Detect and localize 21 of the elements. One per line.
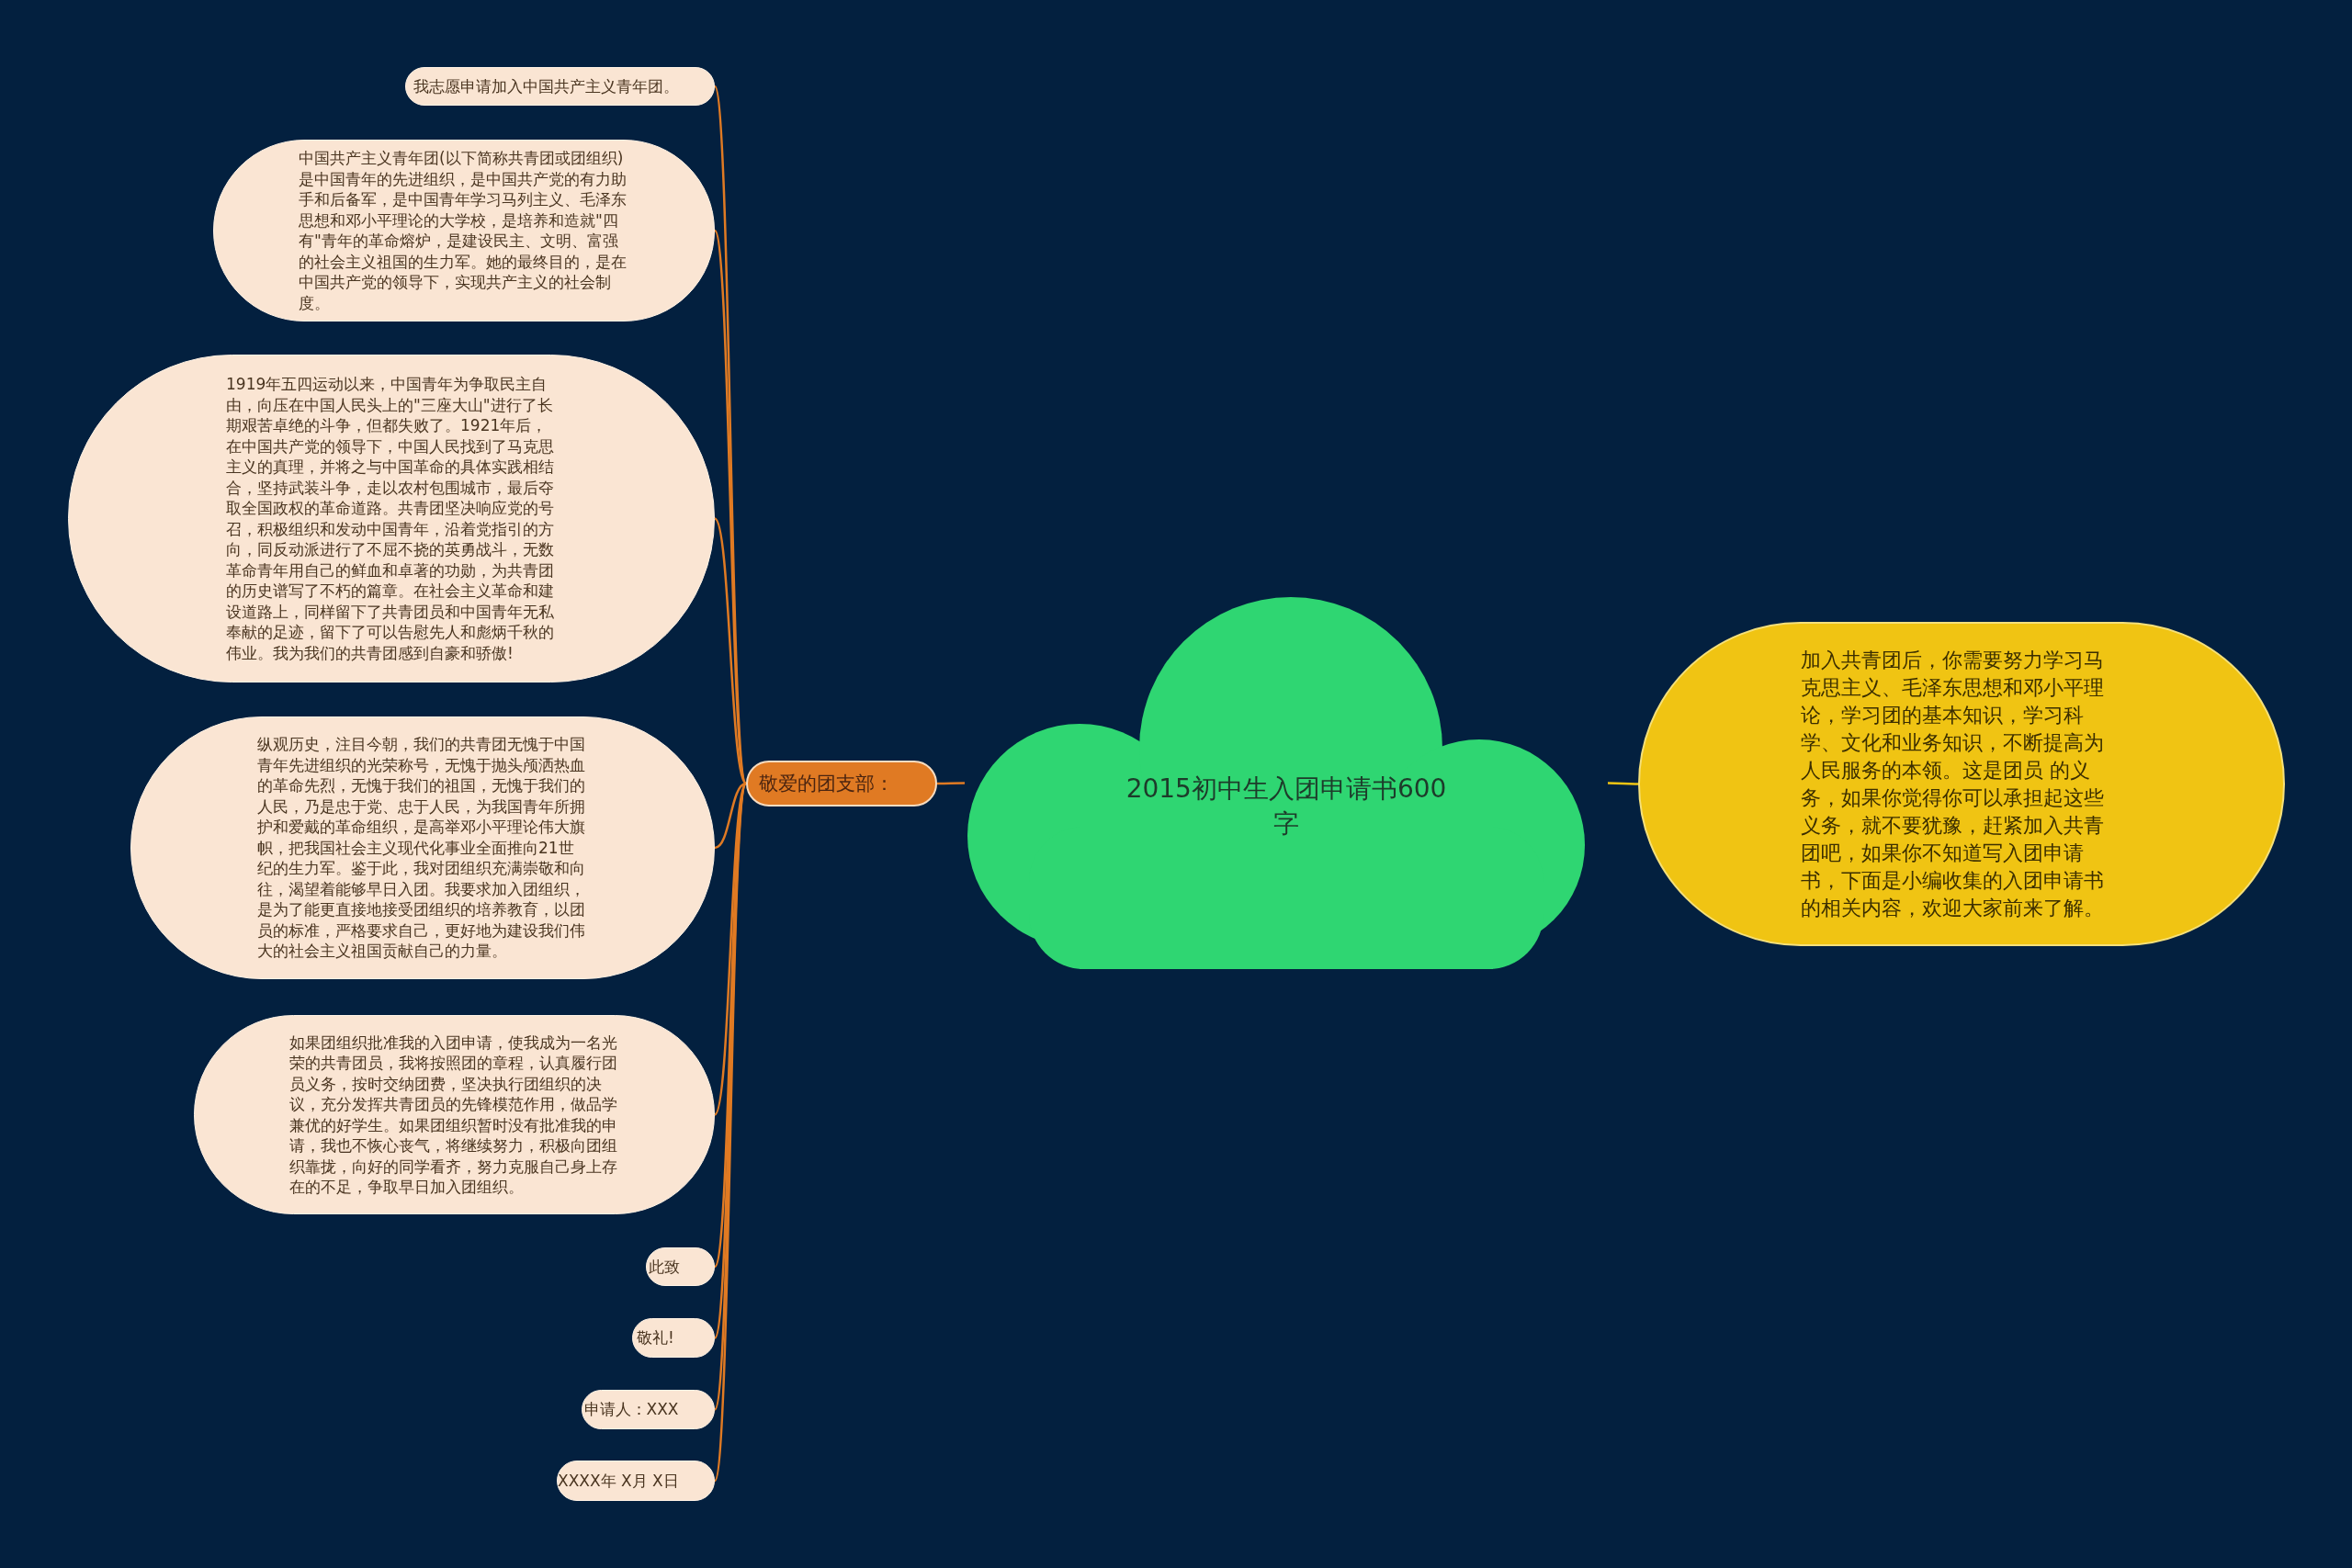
node-text: 我志愿申请加入中国共产主义青年团。	[413, 75, 680, 97]
node-text: 此致	[648, 1256, 681, 1278]
connector-line	[714, 782, 747, 850]
title-text: 2015初中生入团申请书600字	[1125, 772, 1448, 840]
leaf-bubble	[405, 67, 715, 106]
node-text: 敬爱的团支部：	[759, 772, 895, 796]
node-text: XXXX年 X月 X日	[558, 1470, 680, 1492]
leaf-bubble	[582, 1390, 715, 1429]
branch-pill	[746, 761, 937, 807]
node-text: 申请人：XXX	[583, 1399, 680, 1420]
connector-line	[937, 782, 965, 785]
node-text: 纵观历史，注目今朝，我们的共青团无愧于中国青年先进组织的光荣称号，无愧于抛头颅洒热血的革命先烈，无愧于我们的祖国，无愧于我们的人民，乃是忠于党、忠于人民，为我国青年所拥护和爱戴的革命组织，是高举邓小平理论伟大旗帜，把我国社会主义现代化事业全面推向21世纪的生力军。鉴于此，我对团组织充满崇敬和向往，渴望着能够早日入团。我要求加入团组织，是为了能更直接地接受团组织的培养教育，以团员的标准，严格要求自己，更好地为建设我们伟大的社会主义祖国贡献自己的力量。	[257, 734, 586, 962]
node-text: 加入共青团后，你需要努力学习马克思主义、毛泽东思想和邓小平理论，学习团的基本知识，学习科学、文化和业务知识，不断提高为人民服务的本领。这是团员 的义务，如果你觉得你可以承担起这些义务，就不要犹豫，赶紧加入共青团吧，如果你不知道写入团申请书，下面是小编收集的入团申请书的相关内容，欢迎大家前来了解。	[1801, 647, 2105, 921]
node-text: 如果团组织批准我的入团申请，使我成为一名光荣的共青团员，我将按照团的章程，认真履行团员义务，按时交纳团费，坚决执行团组织的决议，充分发挥共青团员的先锋模范作用，做品学兼优的好学生。如果团组织暂时没有批准我的申请，我也不恢心丧气，将继续努力，积极向团组织靠拢，向好的同学看齐，努力克服自己身上存在的不足，争取早日加入团组织。	[288, 1032, 618, 1198]
leaf-bubble	[557, 1461, 715, 1501]
node-text: 1919年五四运动以来，中国青年为争取民主自由，向压在中国人民头上的"三座大山"进行了长期艰苦卓绝的斗争，但都失败了。1921年后，在中国共产党的领导下，中国人民找到了马克思主义的真理，并将之与中国革命的具体实践相结合，坚持武装斗争，走以农村包围城市，最后夺取全国政权的革命道路。共青团坚决响应党的号召，积极组织和发动中国青年，沿着党指引的方向，同反动派进行了不屈不挠的英勇战斗，无数革命青年用自己的鲜血和卓著的功勋，为共青团的历史谱写了不朽的篇章。在社会主义革命和建设道路上，同样留下了共青团员和中国青年无私奉献的足迹，留下了可以告慰先人和彪炳千秋的伟业。我为我们的共青团感到自豪和骄傲!	[226, 374, 555, 663]
leaf-bubble	[632, 1318, 715, 1358]
connector-line	[1608, 782, 1638, 785]
node-text: 中国共产主义青年团(以下简称共青团或团组织)是中国青年的先进组织，是中国共产党的有力助手和后备军，是中国青年学习马列主义、毛泽东思想和邓小平理论的大学校，是培养和造就"四有"青年的革命熔炉，是建设民主、文明、富强的社会主义祖国的生力军。她的最终目的，是在中国共产党的领导下，实现共产主义的社会制度。	[299, 148, 628, 313]
leaf-bubble	[646, 1247, 715, 1286]
node-text: 敬礼!	[637, 1327, 675, 1348]
